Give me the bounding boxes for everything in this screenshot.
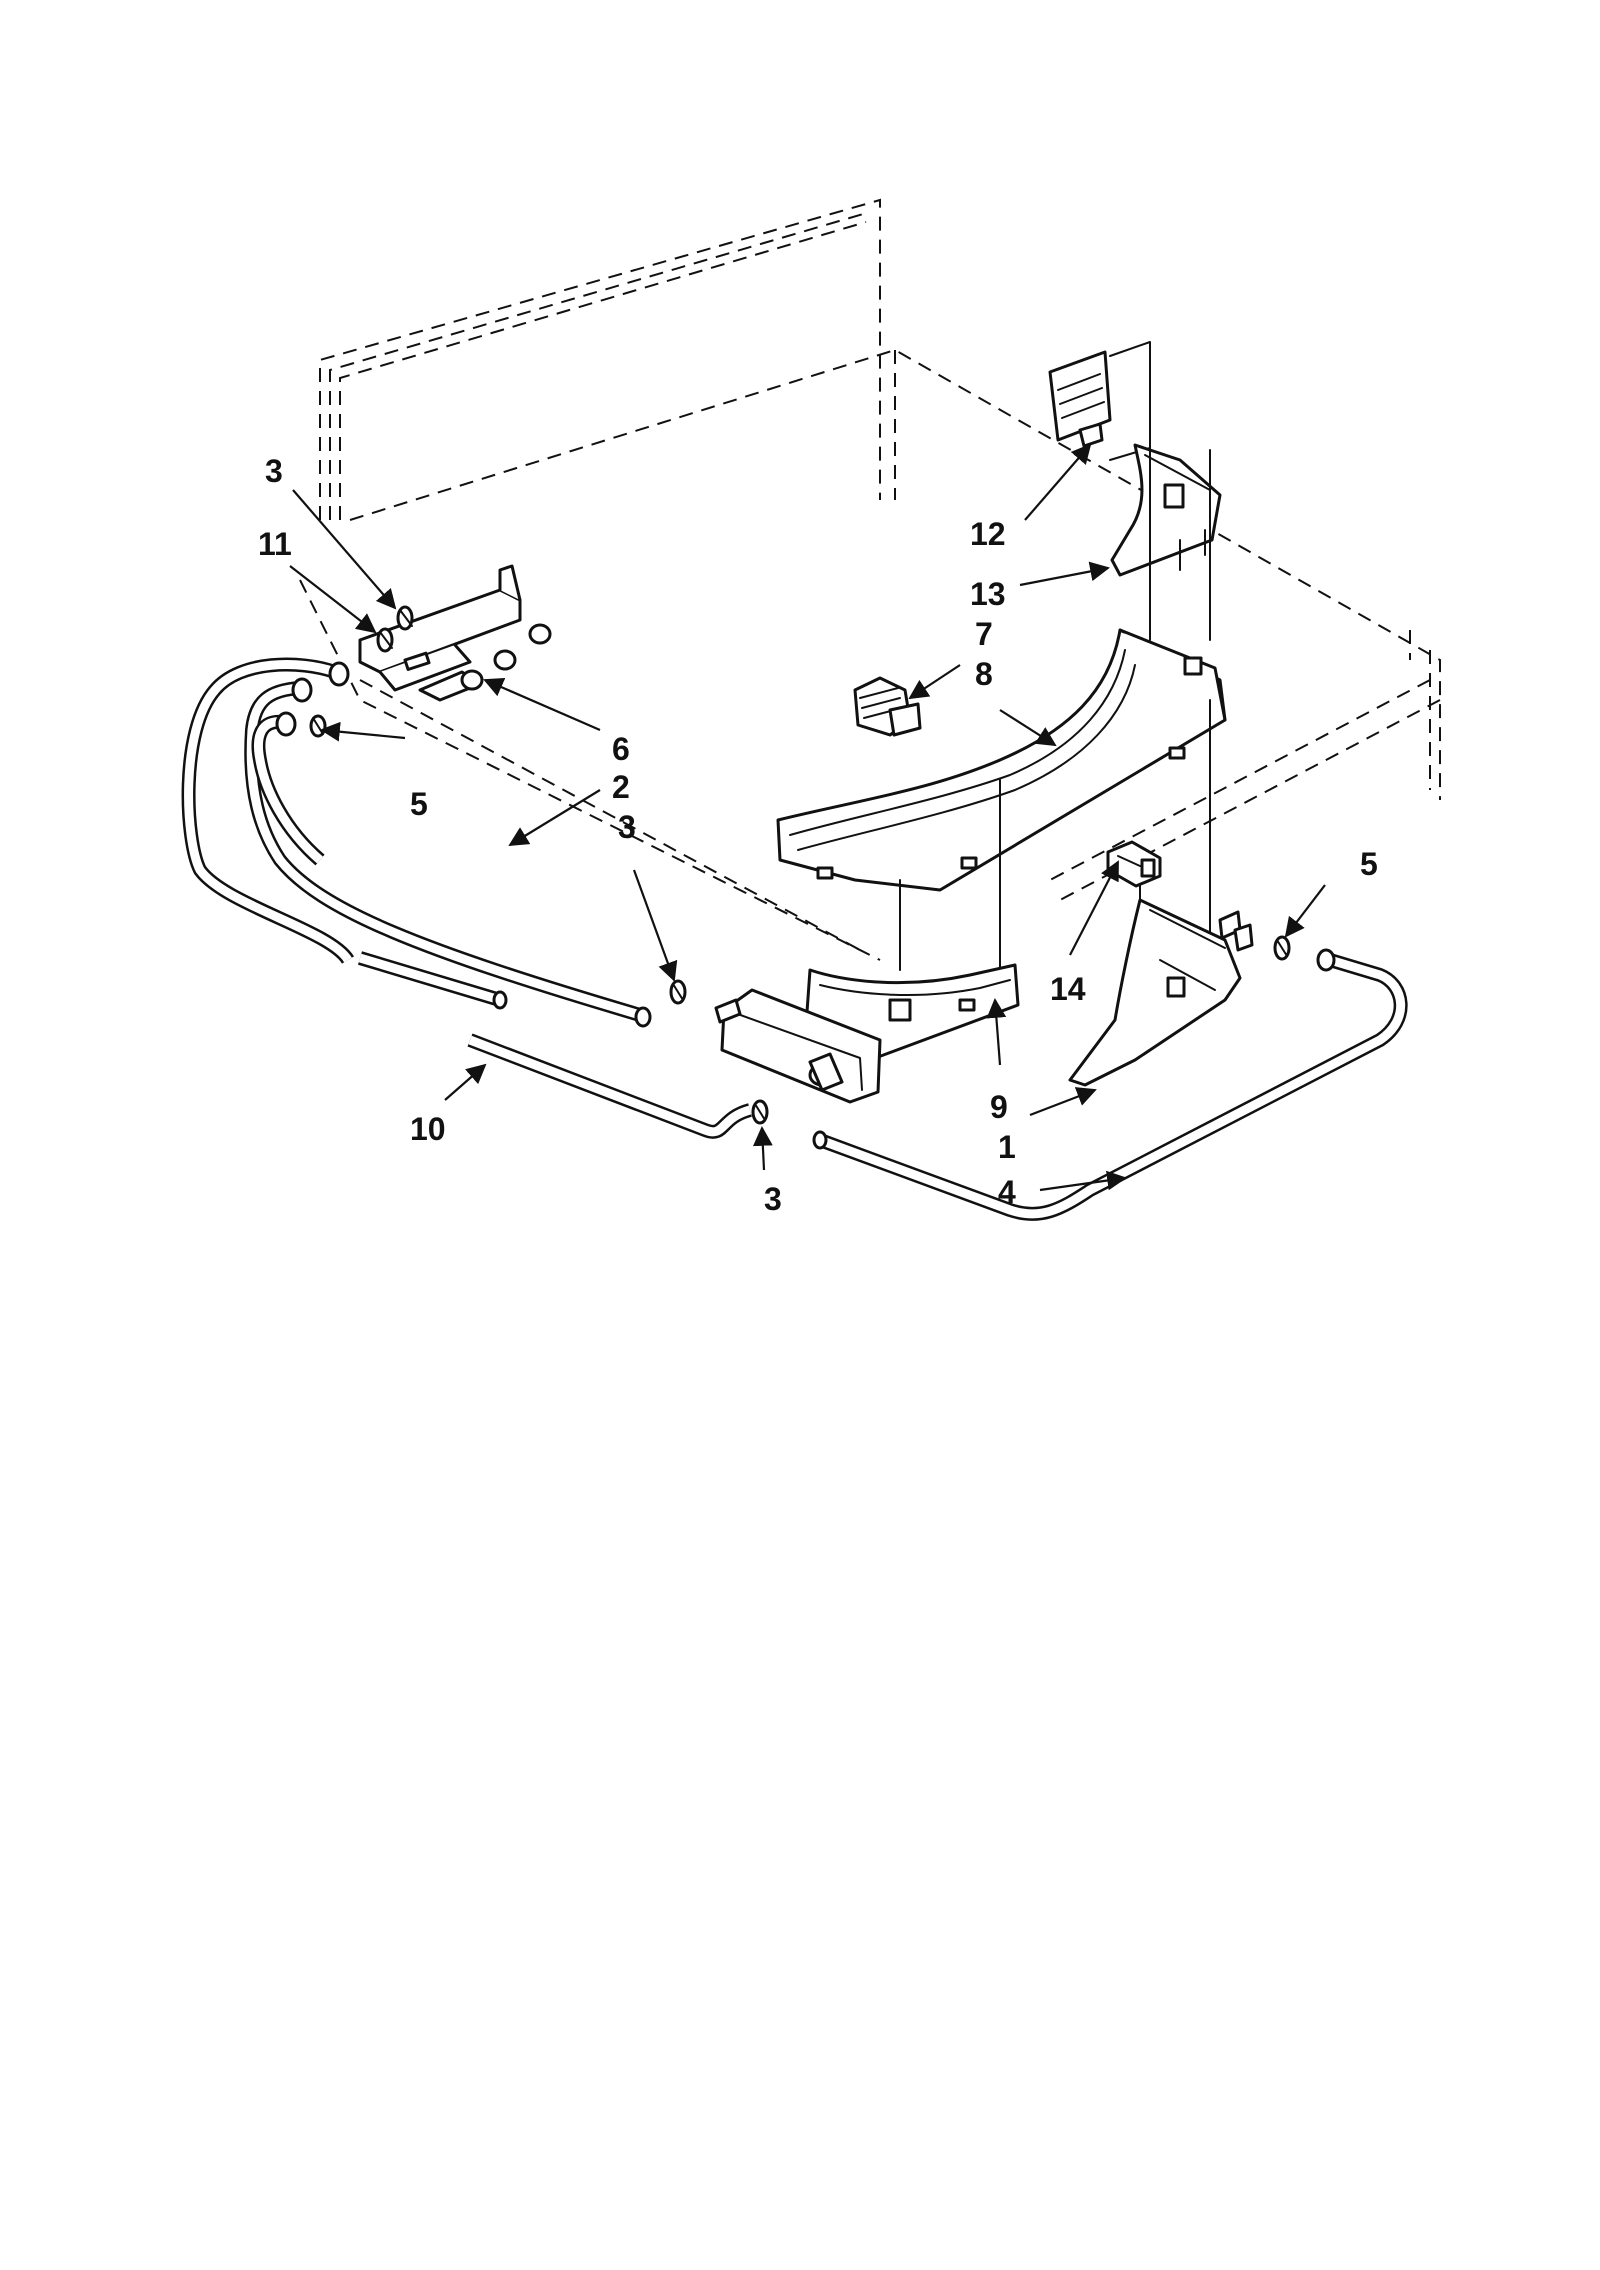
callout-5-left: 5 [410, 786, 428, 822]
assembly-guide-lines [899, 439, 1211, 1001]
clamp-3-middle [669, 979, 687, 1005]
callout-10: 10 [410, 1111, 446, 1147]
callout-9: 9 [990, 1089, 1008, 1125]
hose-2-inner-loop [244, 677, 652, 1028]
hose-10-left-loop [181, 657, 753, 1139]
callout-12: 12 [970, 516, 1006, 552]
callout-3-upper: 3 [265, 453, 283, 489]
callout-5-right: 5 [1360, 846, 1378, 882]
bracket-13 [1110, 443, 1222, 577]
callout-13: 13 [970, 576, 1006, 612]
callout-3-middle: 3 [618, 809, 636, 845]
callout-6: 6 [612, 731, 630, 767]
hose-2-lower-loop [251, 711, 325, 866]
manifold-bracket-6 [358, 564, 552, 702]
clamp-11 [376, 627, 394, 653]
callout-8: 8 [975, 656, 993, 692]
grate-connector-12 [1048, 341, 1151, 461]
clamp-3-upper [396, 605, 414, 631]
callout-labels: 3 11 6 5 2 3 10 3 12 13 7 8 14 9 1 4 5 [258, 453, 1378, 1217]
clamp-5-left [309, 714, 327, 738]
hose-10-middle-segment [357, 951, 508, 1010]
callout-2: 2 [612, 769, 630, 805]
right-trough-1 [1068, 898, 1254, 1087]
clip-7 [853, 676, 922, 737]
leader-lines [289, 443, 1326, 1192]
callout-4: 4 [998, 1174, 1016, 1210]
tub-frame-8 [776, 628, 1227, 892]
callout-11: 11 [258, 526, 292, 562]
lower-left-housing [714, 988, 882, 1104]
callout-14: 14 [1050, 971, 1086, 1007]
clamp-3-lower [751, 1099, 769, 1125]
bracket-14 [1106, 840, 1162, 888]
clamp-5-right [1273, 935, 1291, 961]
callout-7: 7 [975, 616, 993, 652]
callout-3-lower: 3 [764, 1181, 782, 1217]
hose-4-right-loop [812, 948, 1408, 1221]
callout-1: 1 [998, 1129, 1016, 1165]
